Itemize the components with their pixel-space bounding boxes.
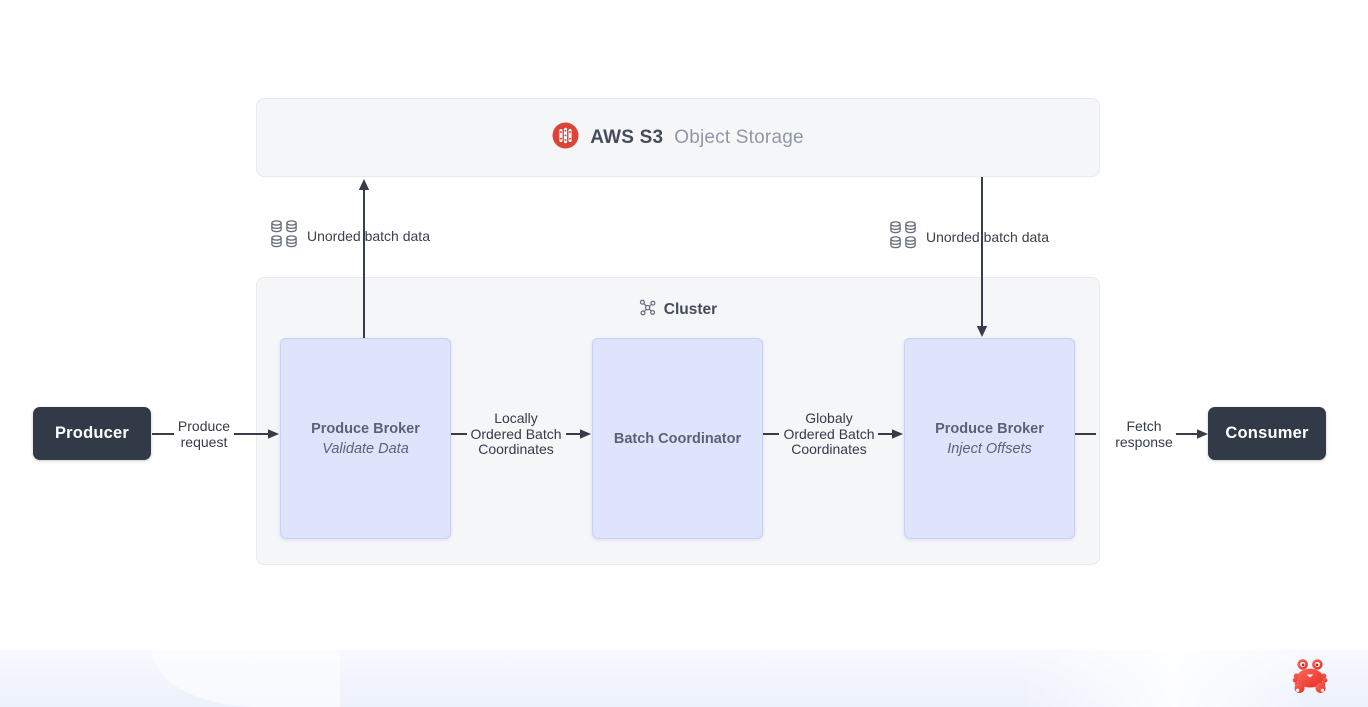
edge-label-line: Fetch [1126, 418, 1162, 434]
unordered-batch-text: Unorded batch data [926, 228, 1049, 245]
edge-label-line: Ordered Batch [470, 425, 562, 442]
node-produce-broker-validate: Produce Broker Validate Data [280, 338, 451, 539]
edge-label-line: Globaly [805, 410, 853, 426]
edge-label-fetch-response: Fetch response [1104, 418, 1184, 450]
s3-storage-icon [552, 122, 579, 154]
edge-label-globally-ordered: Globaly Ordered Batch Coordinates [773, 410, 885, 458]
node-title: Produce Broker [935, 420, 1044, 437]
cluster-title: Cluster [663, 301, 718, 318]
producer-node: Producer [33, 407, 151, 460]
database-grid-icon [889, 220, 917, 253]
edge-label-line: Ordered Batch [783, 425, 875, 442]
edge-label-produce-request: Produce request [166, 418, 242, 450]
database-grid-icon [270, 219, 298, 252]
unordered-batch-text: Unorded batch data [307, 227, 430, 244]
edge-label-line: response [1115, 433, 1173, 450]
cluster-network-icon [639, 299, 656, 321]
node-title: Batch Coordinator [613, 430, 742, 447]
footer-decor-fade [1020, 650, 1300, 707]
edge-label-line: Locally [494, 410, 538, 426]
s3-title: AWS S3 [590, 126, 664, 148]
node-subtitle: Inject Offsets [947, 440, 1032, 457]
edge-label-line: request [180, 433, 228, 450]
node-title: Produce Broker [311, 420, 420, 437]
crab-icon [1288, 655, 1332, 697]
cluster-header: Cluster [256, 299, 1100, 321]
edge-label-locally-ordered: Locally Ordered Batch Coordinates [460, 410, 572, 458]
s3-subtitle: Object Storage [674, 126, 804, 148]
node-produce-broker-inject: Produce Broker Inject Offsets [904, 338, 1075, 539]
node-subtitle: Validate Data [322, 440, 409, 457]
s3-storage-panel: AWS S3 Object Storage [256, 98, 1100, 177]
edge-label-line: Coordinates [791, 441, 867, 457]
footer-decor-wedge [152, 650, 340, 707]
footer-band [0, 650, 1368, 707]
unordered-batch-label-right: Unorded batch data [889, 220, 1049, 253]
node-batch-coordinator: Batch Coordinator [592, 338, 763, 539]
consumer-node: Consumer [1208, 407, 1326, 460]
edge-label-line: Coordinates [478, 441, 554, 457]
unordered-batch-label-left: Unorded batch data [270, 219, 430, 252]
edge-label-line: Produce [177, 418, 231, 434]
